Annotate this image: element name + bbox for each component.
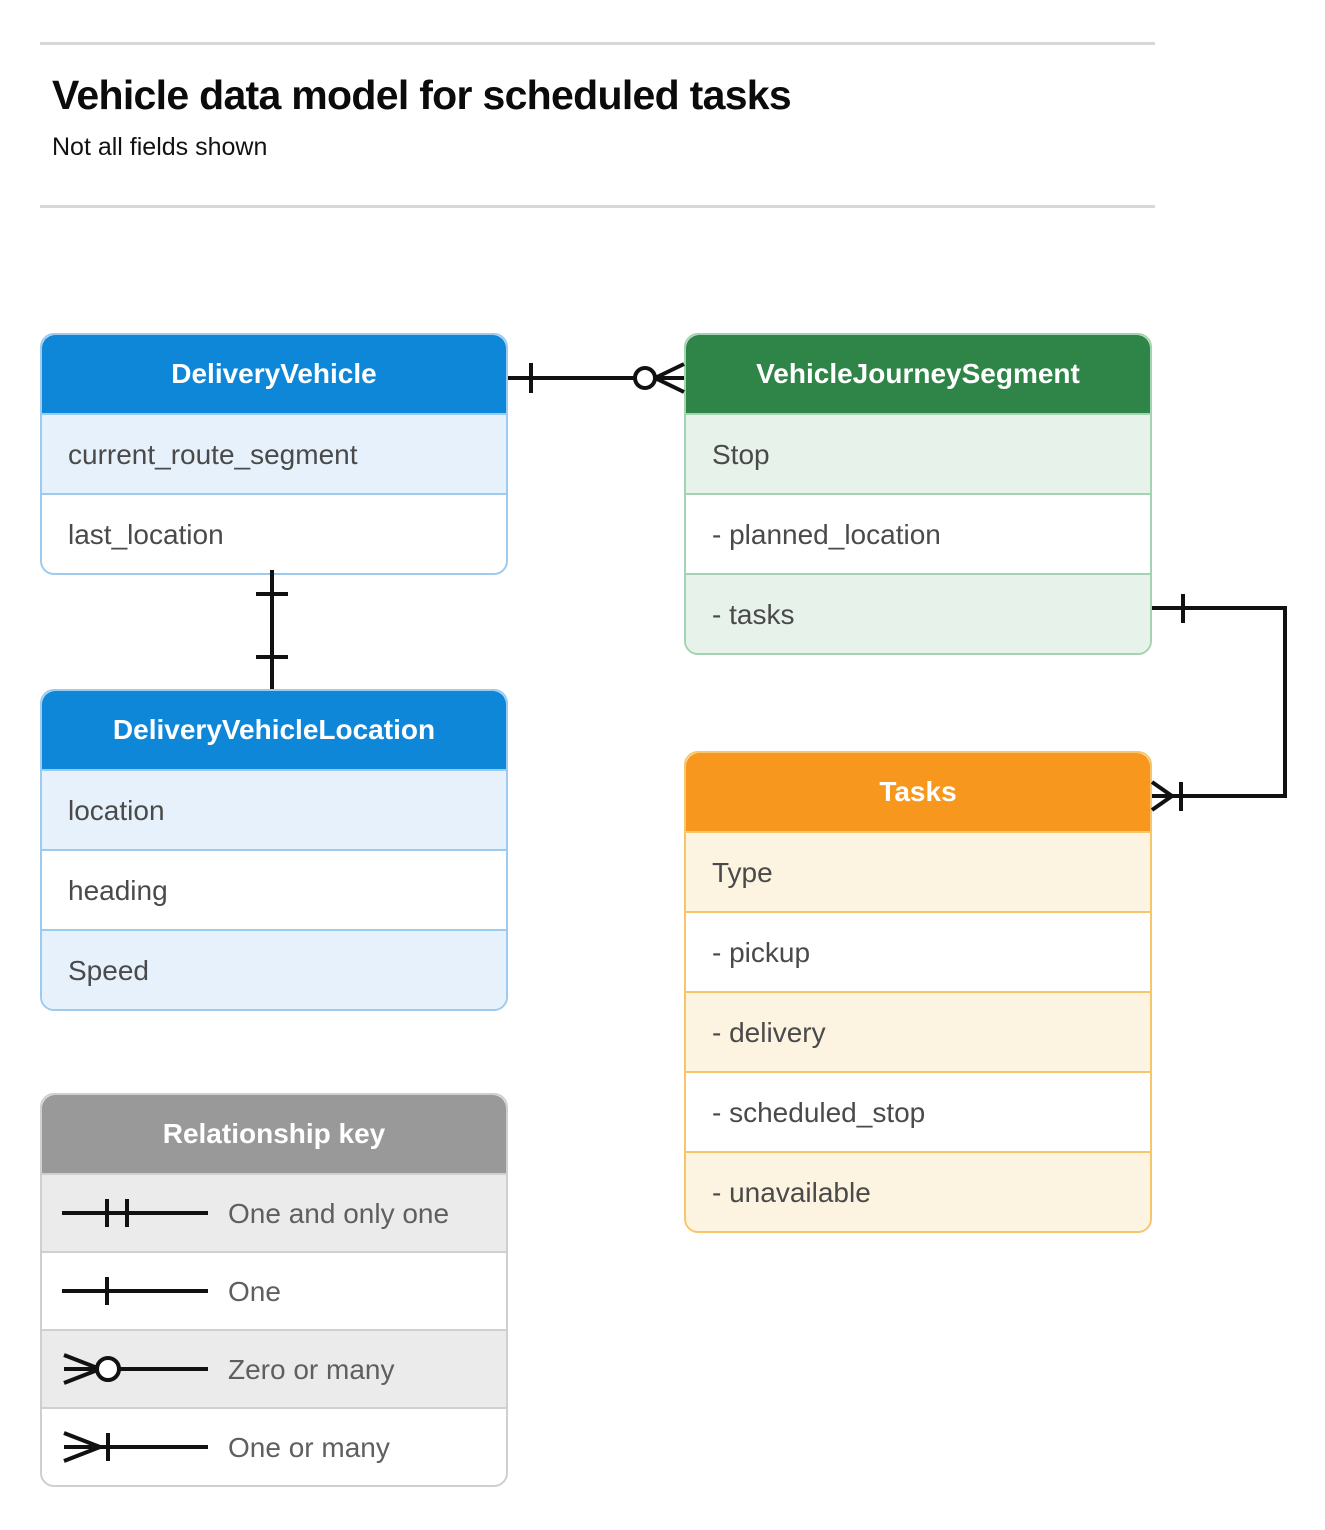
legend-label: One and only one xyxy=(228,1198,450,1229)
legend-label: One xyxy=(228,1276,281,1307)
entity-title-tasks: Tasks xyxy=(686,753,1150,831)
entity-tasks[interactable]: Tasks Type - pickup - delivery - schedul… xyxy=(684,751,1152,1233)
entity-delivery-vehicle-location[interactable]: DeliveryVehicleLocation location heading… xyxy=(40,689,508,1011)
header-rule-bottom xyxy=(40,205,1155,208)
legend-row-one: One xyxy=(42,1251,506,1329)
connector-journeysegment-tasks xyxy=(1150,594,1287,812)
entity-field-row: Type xyxy=(686,831,1150,911)
entity-field-row: Stop xyxy=(686,413,1150,493)
entity-field-row: current_route_segment xyxy=(42,413,506,493)
entity-field-row: - scheduled_stop xyxy=(686,1071,1150,1151)
entity-field-row: last_location xyxy=(42,493,506,573)
entity-field-row: - planned_location xyxy=(686,493,1150,573)
page-subtitle: Not all fields shown xyxy=(52,133,268,161)
entity-title-delivery-vehicle-location: DeliveryVehicleLocation xyxy=(42,691,506,769)
entity-field-row: - unavailable xyxy=(686,1151,1150,1231)
legend-row-zero-or-many: Zero or many xyxy=(42,1329,506,1407)
entity-field-row: - pickup xyxy=(686,911,1150,991)
entity-field-row: heading xyxy=(42,849,506,929)
entity-field-row: - tasks xyxy=(686,573,1150,653)
entity-field-row: - delivery xyxy=(686,991,1150,1071)
one-and-only-one-icon xyxy=(60,1193,215,1233)
legend-label: Zero or many xyxy=(228,1354,395,1385)
entity-field-row: Speed xyxy=(42,929,506,1009)
page-title: Vehicle data model for scheduled tasks xyxy=(52,72,792,118)
legend-title: Relationship key xyxy=(42,1095,506,1173)
zero-or-many-icon xyxy=(60,1349,215,1389)
connector-deliveryvehicle-journeysegment xyxy=(508,362,685,394)
entity-delivery-vehicle[interactable]: DeliveryVehicle current_route_segment la… xyxy=(40,333,508,575)
legend-row-one-and-only-one: One and only one xyxy=(42,1173,506,1251)
one-icon xyxy=(60,1271,215,1311)
legend-row-one-or-many: One or many xyxy=(42,1407,506,1485)
one-or-many-icon xyxy=(60,1427,215,1467)
header-rule-top xyxy=(40,42,1155,45)
legend-label: One or many xyxy=(228,1432,390,1463)
relationship-key-legend[interactable]: Relationship key One and only one One xyxy=(40,1093,508,1487)
entity-title-delivery-vehicle: DeliveryVehicle xyxy=(42,335,506,413)
entity-title-vehicle-journey-segment: VehicleJourneySegment xyxy=(686,335,1150,413)
connector-deliveryvehicle-location xyxy=(256,570,288,689)
entity-field-row: location xyxy=(42,769,506,849)
entity-vehicle-journey-segment[interactable]: VehicleJourneySegment Stop - planned_loc… xyxy=(684,333,1152,655)
